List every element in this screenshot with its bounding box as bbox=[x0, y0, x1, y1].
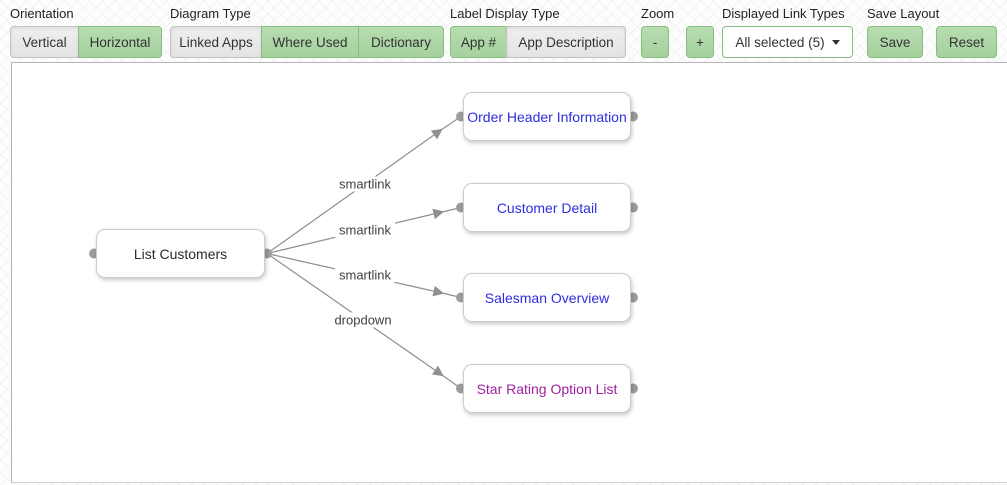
node-label: Customer Detail bbox=[496, 199, 598, 216]
diagram-canvas[interactable]: List Customers Order Header Information … bbox=[11, 62, 1007, 483]
toolbar-group-zoom: Zoom - + bbox=[641, 0, 714, 58]
orientation-buttons: Vertical Horizontal bbox=[10, 26, 162, 58]
save-button[interactable]: Save bbox=[867, 26, 923, 58]
edge-label: dropdown bbox=[330, 312, 396, 328]
dropdown-selected-value: All selected (5) bbox=[735, 34, 825, 50]
app-description-button[interactable]: App Description bbox=[506, 26, 626, 58]
node-order-header-information[interactable]: Order Header Information bbox=[463, 92, 631, 141]
toolbar: Orientation Vertical Horizontal Diagram … bbox=[0, 0, 1007, 62]
linked-apps-button[interactable]: Linked Apps bbox=[170, 26, 262, 58]
orientation-label: Orientation bbox=[10, 6, 74, 21]
caret-down-icon bbox=[831, 39, 840, 45]
node-label: Salesman Overview bbox=[484, 289, 610, 306]
toolbar-group-displayed-link-types: Displayed Link Types All selected (5) bbox=[722, 0, 853, 58]
diagram-type-label: Diagram Type bbox=[170, 6, 251, 21]
app-number-button[interactable]: App # bbox=[450, 26, 507, 58]
label-display-type-label: Label Display Type bbox=[450, 6, 560, 21]
edge-label: smartlink bbox=[334, 222, 396, 238]
reset-button[interactable]: Reset bbox=[936, 26, 997, 58]
displayed-link-types-controls: All selected (5) bbox=[722, 26, 853, 58]
displayed-link-types-label: Displayed Link Types bbox=[722, 6, 845, 21]
vertical-button[interactable]: Vertical bbox=[10, 26, 79, 58]
node-label: Star Rating Option List bbox=[476, 380, 618, 397]
edge-label: smartlink bbox=[334, 176, 396, 192]
label-display-type-buttons: App # App Description bbox=[450, 26, 626, 58]
edge-line bbox=[266, 128, 443, 254]
diagram-type-buttons: Linked Apps Where Used Dictionary bbox=[170, 26, 444, 58]
zoom-in-button[interactable]: + bbox=[686, 26, 714, 58]
node-star-rating-option-list[interactable]: Star Rating Option List bbox=[463, 364, 631, 413]
zoom-label: Zoom bbox=[641, 6, 675, 21]
toolbar-group-label-display-type: Label Display Type App # App Description bbox=[450, 0, 626, 58]
horizontal-button[interactable]: Horizontal bbox=[78, 26, 162, 58]
zoom-buttons: - + bbox=[641, 26, 714, 58]
toolbar-group-save-layout: Save Layout Save Reset bbox=[867, 0, 997, 58]
toolbar-group-orientation: Orientation Vertical Horizontal bbox=[10, 0, 162, 58]
node-list-customers[interactable]: List Customers bbox=[96, 229, 265, 278]
zoom-out-button[interactable]: - bbox=[641, 26, 669, 58]
node-label: List Customers bbox=[133, 245, 228, 262]
node-salesman-overview[interactable]: Salesman Overview bbox=[463, 273, 631, 322]
where-used-button[interactable]: Where Used bbox=[261, 26, 359, 58]
save-layout-label: Save Layout bbox=[867, 6, 940, 21]
toolbar-group-diagram-type: Diagram Type Linked Apps Where Used Dict… bbox=[170, 0, 444, 58]
save-layout-buttons: Save Reset bbox=[867, 26, 997, 58]
edge-label: smartlink bbox=[334, 267, 396, 283]
dictionary-button[interactable]: Dictionary bbox=[358, 26, 444, 58]
node-customer-detail[interactable]: Customer Detail bbox=[463, 183, 631, 232]
displayed-link-types-dropdown[interactable]: All selected (5) bbox=[722, 26, 853, 58]
node-label: Order Header Information bbox=[467, 108, 627, 125]
